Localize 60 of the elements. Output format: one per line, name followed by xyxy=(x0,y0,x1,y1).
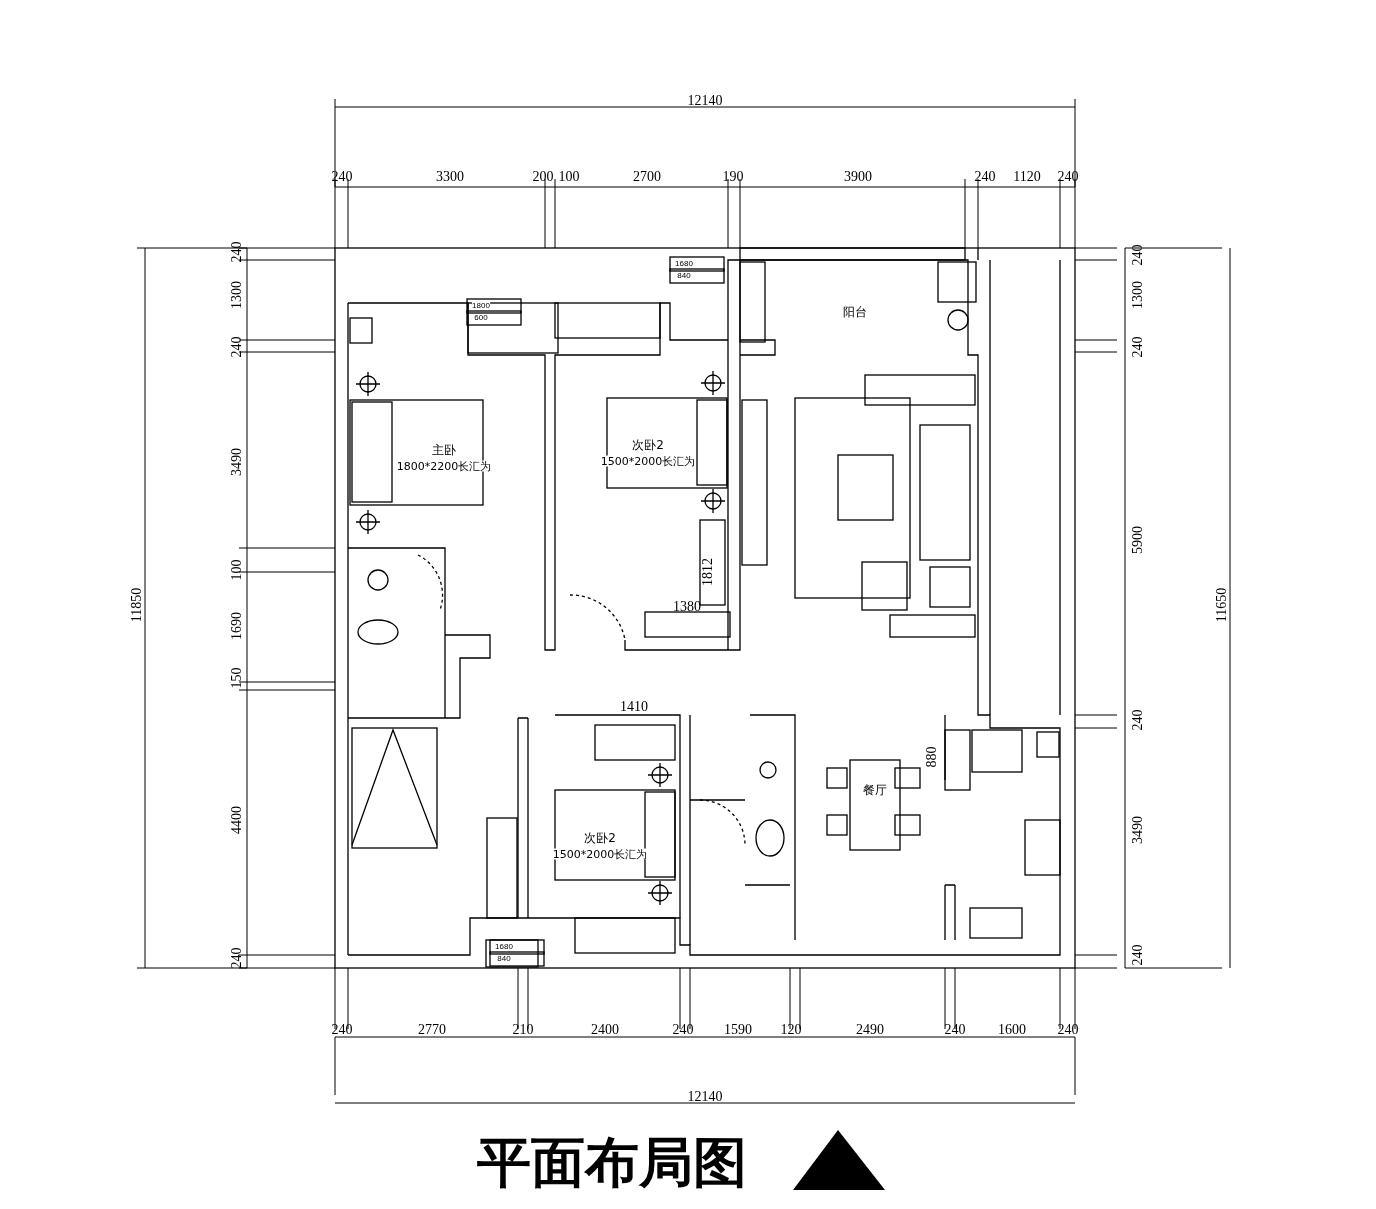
dimension-text: 3490 xyxy=(1131,816,1145,844)
dimension-text: 210 xyxy=(512,1023,534,1037)
dimension-text: 1812 xyxy=(701,558,715,586)
dimension-text: 2490 xyxy=(856,1023,884,1037)
dimension-text: 100 xyxy=(230,559,244,581)
dimension-text: 240 xyxy=(1131,944,1145,966)
room-name: 次卧2 xyxy=(584,832,616,844)
dimension-text: 190 xyxy=(722,170,744,184)
dimension-text: 3490 xyxy=(230,448,244,476)
dimension-text: 200 xyxy=(532,170,554,184)
dimension-text: 11650 xyxy=(1215,587,1229,623)
dimension-text: 1300 xyxy=(230,281,244,309)
dimension-text: 1690 xyxy=(230,612,244,640)
dimension-text: 1300 xyxy=(1131,281,1145,309)
room-name: 次卧2 xyxy=(632,439,664,451)
dimension-text: 240 xyxy=(1057,1023,1079,1037)
dimension-text: 880 xyxy=(925,746,939,768)
dimension-text: 3300 xyxy=(436,170,464,184)
dimension-text: 240 xyxy=(230,336,244,358)
dimension-text: 12140 xyxy=(687,1090,723,1104)
dimension-text: 1120 xyxy=(1013,170,1041,184)
dimension-text: 1590 xyxy=(724,1023,752,1037)
window-size-text: 840 xyxy=(497,955,511,963)
window-size-text: 1680 xyxy=(675,260,693,268)
dimension-text: 240 xyxy=(974,170,996,184)
dimension-text: 240 xyxy=(331,1023,353,1037)
bed-size-text: 1800*2200长汇为 xyxy=(396,460,492,472)
dimension-text: 240 xyxy=(1131,336,1145,358)
room-name: 餐厅 xyxy=(863,784,887,796)
window-size-text: 600 xyxy=(474,314,488,322)
dimension-text: 240 xyxy=(1131,244,1145,266)
window-size-text: 840 xyxy=(677,272,691,280)
dimension-text: 5900 xyxy=(1131,526,1145,554)
dimension-text: 240 xyxy=(1131,709,1145,731)
dimension-text: 150 xyxy=(230,667,244,689)
dimension-text: 240 xyxy=(331,170,353,184)
dimension-text: 4400 xyxy=(230,806,244,834)
dimension-text: 2400 xyxy=(591,1023,619,1037)
dimension-text: 120 xyxy=(780,1023,802,1037)
dimension-text: 12140 xyxy=(687,94,723,108)
dimension-text: 1380 xyxy=(673,600,701,614)
dimension-text: 240 xyxy=(944,1023,966,1037)
dimension-text: 1410 xyxy=(620,700,648,714)
room-name: 主卧 xyxy=(432,444,456,456)
plan-title: 平面布局图 xyxy=(477,1136,747,1190)
bed-size-text: 1500*2000长汇为 xyxy=(600,455,696,467)
dimension-text: 240 xyxy=(672,1023,694,1037)
window-size-text: 1680 xyxy=(495,943,513,951)
dimension-text: 240 xyxy=(230,241,244,263)
dimension-text: 2700 xyxy=(633,170,661,184)
dimension-text: 100 xyxy=(558,170,580,184)
dimension-text: 11850 xyxy=(130,587,144,623)
dimension-text: 240 xyxy=(1057,170,1079,184)
bed-size-text: 1500*2000长汇为 xyxy=(552,848,648,860)
dimension-text: 1600 xyxy=(998,1023,1026,1037)
window-size-text: 1800 xyxy=(472,302,490,310)
dimension-text: 240 xyxy=(230,947,244,969)
room-name: 阳台 xyxy=(843,306,867,318)
dimension-text: 3900 xyxy=(844,170,872,184)
dimension-text: 2770 xyxy=(418,1023,446,1037)
